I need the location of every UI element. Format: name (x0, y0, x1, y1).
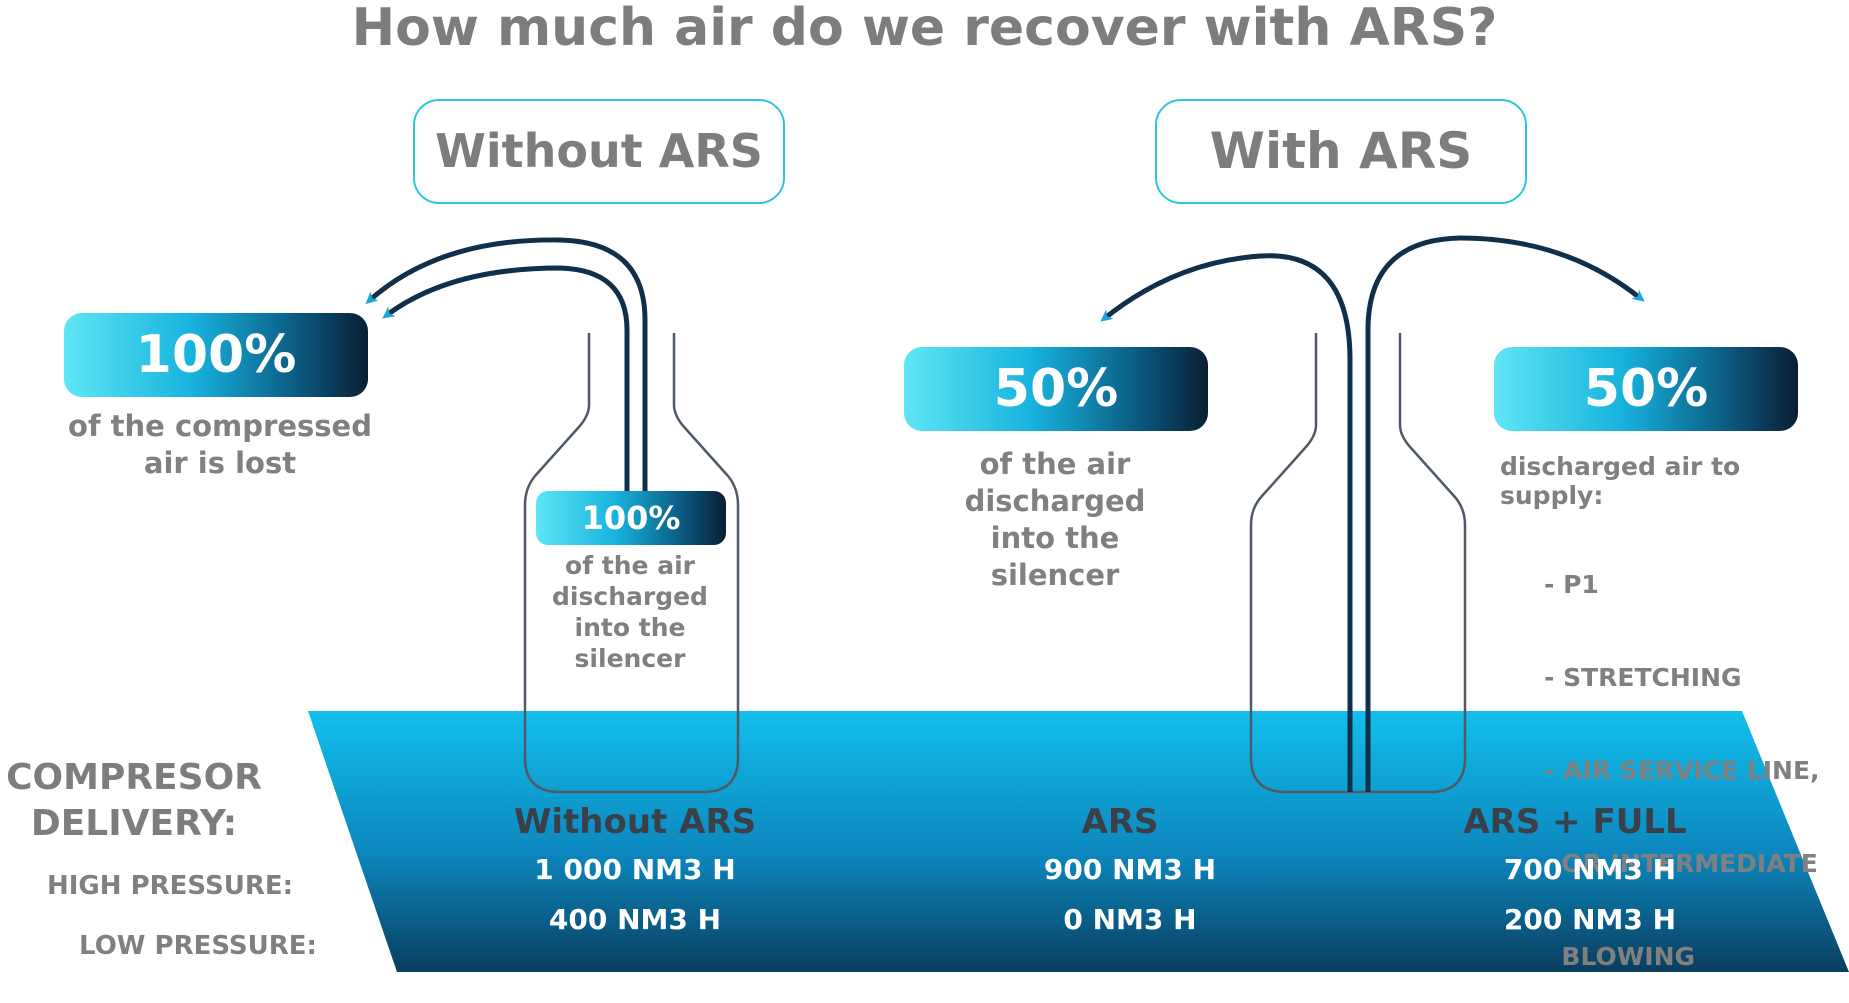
high-pressure-value: 900 NM3 H (1043, 853, 1217, 886)
bottle-left (523, 333, 740, 794)
pipe-right-b (1365, 235, 1645, 792)
diagram-graphics (308, 235, 1849, 972)
low-pressure-value: 400 NM3 H (548, 903, 722, 936)
silencer-caption-line: silencer (990, 558, 1120, 592)
silencer-caption-line: silencer (574, 644, 686, 673)
silencer-caption-line: discharged (552, 582, 708, 611)
supply-list-item: - AIR SERVICE LINE, (1544, 756, 1820, 785)
compressor-delivery-label: COMPRESOR DELIVERY: (0, 755, 268, 847)
supply-list-item: - STRETCHING (1544, 663, 1742, 692)
pipe-left-outer (365, 237, 648, 492)
silencer-caption-line: into the (574, 613, 686, 642)
high-pressure-label: HIGH PRESSURE: (47, 871, 293, 901)
delivery-band (308, 711, 1849, 972)
silencer-caption-line: discharged (964, 484, 1146, 518)
supply-50-pill: 50% (1494, 347, 1798, 431)
column-name: ARS (1081, 802, 1159, 842)
low-pressure-label: LOW PRESSURE: (79, 931, 317, 961)
silencer-caption-line: of the air (979, 447, 1131, 481)
silencer-caption-left: of the air discharged into the silencer (530, 550, 730, 674)
silencer-50-pill: 50% (904, 347, 1208, 431)
without-ars-header: Without ARS (413, 99, 785, 204)
column-name: Without ARS (513, 802, 757, 842)
supply-list: - P1 - STRETCHING - AIR SERVICE LINE, OR… (1544, 507, 1844, 1003)
lost-caption: of the compressed air is lost (40, 408, 400, 482)
delivery-label-line: COMPRESOR (6, 757, 262, 798)
pipe-left-inner (382, 265, 630, 492)
supply-caption: discharged air to supply: (1500, 452, 1741, 510)
silencer-caption-right: of the air discharged into the silencer (930, 446, 1180, 594)
lost-percent-pill: 100% (64, 313, 368, 397)
low-pressure-value: 200 NM3 H (1503, 903, 1677, 936)
supply-list-item: - P1 (1544, 570, 1599, 599)
pipe-right-a (1100, 253, 1353, 792)
page-title: How much air do we recover with ARS? (351, 0, 1498, 58)
lost-caption-line: of the compressed (68, 409, 372, 443)
silencer-caption-line: of the air (565, 551, 695, 580)
high-pressure-value: 1 000 NM3 H (534, 853, 736, 886)
high-pressure-value: 700 NM3 H (1503, 853, 1677, 886)
supply-list-item: OR INTERMEDIATE (1544, 849, 1818, 878)
silencer-percent-pill: 100% (536, 491, 726, 545)
bottle-right (1249, 333, 1467, 794)
silencer-caption-line: into the (990, 521, 1120, 555)
column-name: ARS + FULL (1463, 802, 1687, 842)
supply-list-item: BLOWING (1544, 942, 1696, 971)
with-ars-header: With ARS (1155, 99, 1527, 204)
lost-caption-line: air is lost (143, 446, 297, 480)
delivery-label-line: DELIVERY: (30, 803, 238, 844)
low-pressure-value: 0 NM3 H (1063, 903, 1197, 936)
